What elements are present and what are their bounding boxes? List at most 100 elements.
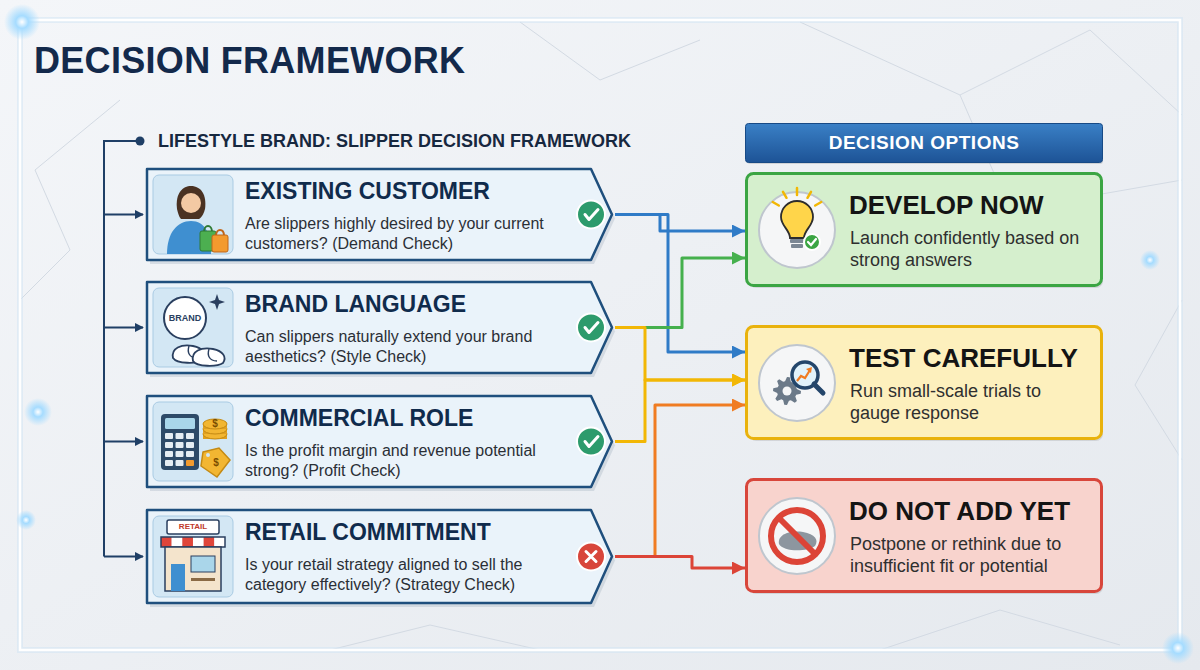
awning-stripe [214,537,225,547]
option-outline [747,174,1102,286]
bracket-arrow [104,327,143,329]
calc-key [165,460,173,466]
icon-text: RETAIL [179,523,207,531]
flow-arrow [615,258,745,328]
card-heading: BRAND LANGUAGE [245,290,575,318]
icon-disc [759,345,835,421]
awning-stripe [193,537,204,547]
frame-glow [20,20,1180,650]
network-lines [20,22,1182,650]
awning [161,537,225,547]
check-mark [585,210,598,220]
slipper-strap [208,349,217,361]
option-box: DEVELOP NOW Launch confidently based on s… [745,172,1103,287]
calculator [161,414,199,470]
flow-arrow [615,328,745,381]
light-ray [796,188,799,195]
shopper-hair [177,186,206,219]
light-ray [815,202,821,206]
light-ray [808,192,812,198]
card-question: Is the profit margin and revenue potenti… [245,441,580,481]
bulb-base [790,239,804,243]
currency-symbol: $ [213,458,219,468]
card-icon [161,414,230,477]
calc-key [176,442,184,448]
currency-symbol: $ [212,419,218,429]
criteria-card: BRAND LANGUAGE Can slippers naturally ext… [145,280,615,375]
store-sign [167,520,219,534]
bracket-arrow [104,441,143,443]
calc-screen [165,418,195,429]
light-ray [783,192,787,198]
card-heading: EXISTING CUSTOMER [245,177,575,205]
store-window [191,556,215,572]
shopper-head [181,193,201,213]
magnifier-handle [814,384,823,393]
card-question: Can slippers naturally extend your brand… [245,327,580,367]
check-mark [585,323,598,333]
icon-tile [153,288,233,367]
flow-arrow [615,215,745,353]
card-question: Is your retail strategy aligned to sell … [245,555,580,595]
bracket-line [104,141,140,557]
criteria-card: EXISTING CUSTOMER Are slippers highly des… [145,167,615,262]
option-description: Launch confidently based on strong answe… [850,227,1090,271]
calc-key [165,451,173,457]
option-outline [747,327,1102,439]
bulb-glass [781,201,813,238]
slipper [193,349,225,366]
option-description: Run small-scale trials to gauge response [850,380,1090,424]
flow-arrow [615,380,745,442]
check-badge [577,428,605,456]
card-question: Are slippers highly desired by your curr… [245,214,580,254]
card-icon [164,294,225,366]
calc-key [165,442,173,448]
light-ray [773,202,779,206]
card-heading: COMMERCIAL ROLE [245,404,575,432]
store-front [165,547,221,591]
network-line [880,610,1120,650]
calc-key [165,433,173,439]
cross-badge [577,543,605,571]
check-mark [585,437,598,447]
criteria-card: COMMERCIAL ROLE Is the profit margin and … [145,394,615,489]
icon-disc [759,192,835,268]
icon-tile [153,175,233,254]
option-description: Postpone or rethink due to insufficient … [850,533,1090,577]
page-title: DECISION FRAMEWORK [34,38,465,84]
prohibit-slash [779,518,815,554]
card-outline [147,169,612,260]
card-outline [147,396,612,487]
icon-tile [153,516,233,597]
awning-stripe [204,537,215,547]
calc-key [176,433,184,439]
bracket-arrow [104,214,143,216]
brand-badge [164,297,206,339]
glow-dot [16,510,36,530]
frame-border [20,20,1180,650]
trend-arrow [806,367,812,373]
calc-key [186,442,194,448]
card-outline [147,510,612,603]
framework-subtitle: LIFESTYLE BRAND: SLIPPER DECISION FRAMEW… [158,130,631,152]
cross-mark [586,552,596,562]
bulb-base [791,244,803,248]
network-line [520,22,700,80]
option-box: DO NOT ADD YETPostpone or rethink due to… [745,478,1103,593]
sparkle [209,294,225,310]
option-heading: DEVELOP NOW [849,189,1097,221]
calc-key [186,460,194,466]
calc-key [176,451,184,457]
network-line [330,625,540,650]
prohibit-ring [771,510,823,562]
coin [203,419,227,429]
network-line [800,22,1182,115]
price-tag [201,448,230,477]
network-line [1135,300,1182,460]
corner-glow [1162,632,1194,664]
icon-tile [153,402,233,481]
section-band: DECISION OPTIONS [745,123,1103,163]
option-heading: TEST CAREFULLY [849,342,1097,374]
icon-text: BRAND [169,314,202,323]
